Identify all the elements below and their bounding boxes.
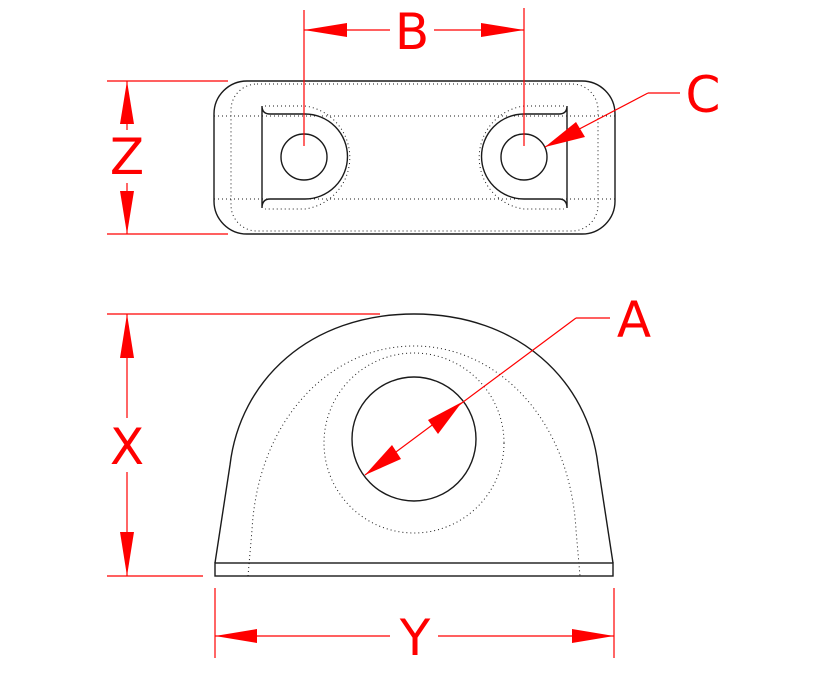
dimension-z: Z <box>107 80 228 235</box>
front-view <box>214 313 614 577</box>
dimension-label-z: Z <box>110 128 144 186</box>
front-view-base-plate <box>214 562 614 577</box>
top-view-hidden-outline <box>230 83 599 232</box>
dimension-c: C <box>544 66 721 148</box>
dimension-label-b: B <box>395 3 429 61</box>
dimension-x: X <box>107 313 380 577</box>
front-view-hidden-boss <box>323 352 505 534</box>
top-view-outline <box>213 80 616 235</box>
dimension-label-c: C <box>686 66 721 124</box>
dimension-label-a: A <box>617 291 651 349</box>
dimension-a: A <box>364 291 651 476</box>
right-slot <box>480 105 568 209</box>
right-slot-hidden <box>478 105 564 210</box>
front-view-hidden-dome <box>247 345 581 577</box>
dimension-b: B <box>303 3 525 146</box>
dimension-y: Y <box>214 588 615 667</box>
bail-hole <box>351 376 477 502</box>
left-slot <box>261 105 349 209</box>
front-view-dome <box>214 313 614 564</box>
top-view <box>213 80 616 235</box>
dimension-label-x: X <box>110 418 144 476</box>
dimension-label-y: Y <box>399 609 431 667</box>
left-slot-hidden <box>265 105 351 210</box>
